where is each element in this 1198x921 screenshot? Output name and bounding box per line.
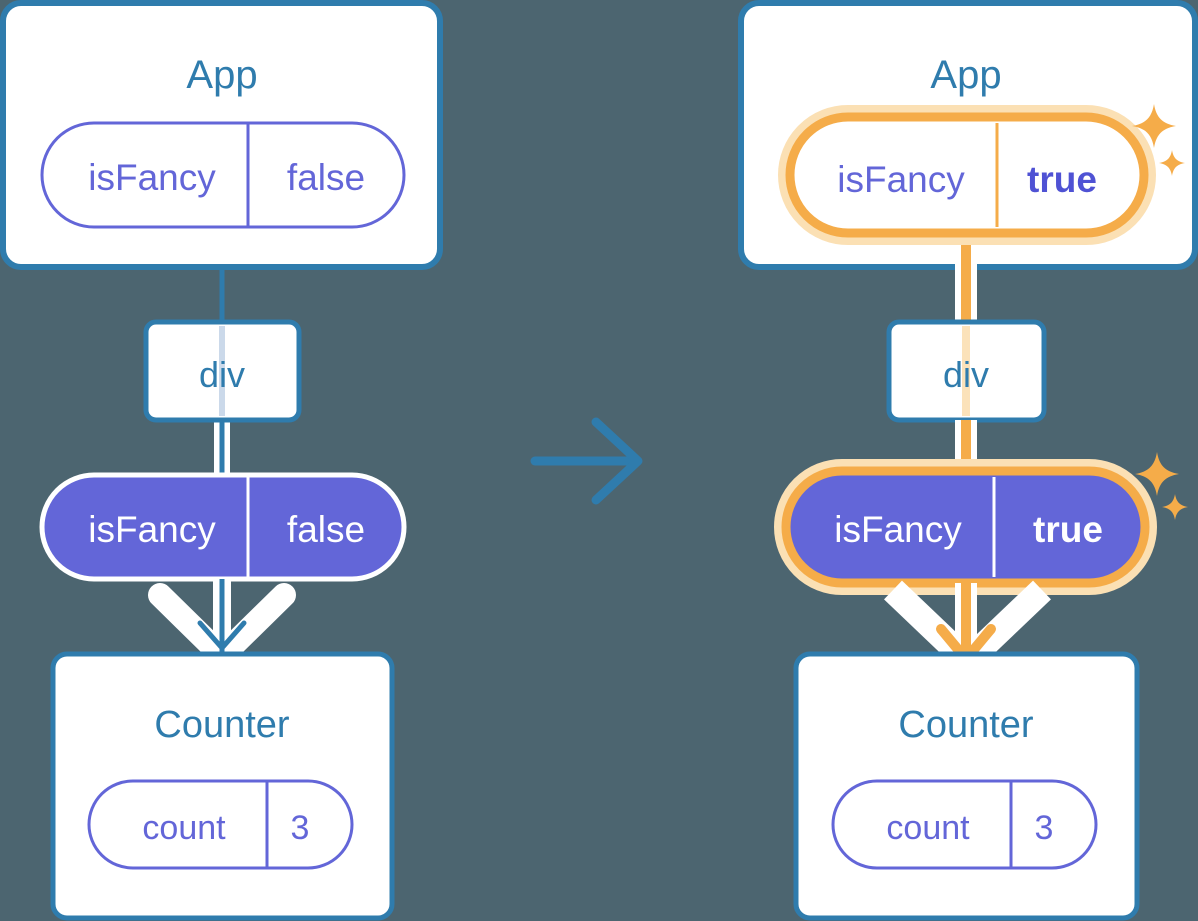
div-box-label-after: div	[943, 354, 989, 395]
div-box-group-after: div	[886, 319, 1047, 423]
div-box-group: div	[143, 319, 302, 423]
transition-arrow-icon	[530, 417, 643, 505]
panel-after: App isFancy true div	[738, 0, 1198, 921]
prop-pill-value: false	[287, 509, 365, 550]
counter-state-pill-shape	[87, 779, 354, 870]
prop-pill-after: isFancy true	[774, 459, 1157, 595]
app-state-pill: isFancy false	[40, 121, 406, 229]
prop-arrow-blue	[197, 579, 247, 655]
app-state-pill-shape-after	[785, 112, 1149, 238]
app-box-title: App	[186, 53, 257, 97]
prop-pill: isFancy false	[39, 472, 407, 582]
counter-state-pill-after: count 3	[831, 779, 1098, 870]
counter-box-title-after: Counter	[898, 704, 1034, 746]
panel-before: App isFancy false div isFancy false	[0, 0, 443, 921]
prop-pill-value-after: true	[1033, 509, 1103, 550]
prop-pill-name: isFancy	[88, 509, 216, 550]
app-box-title-after: App	[930, 53, 1001, 97]
app-state-pill-name-after: isFancy	[837, 159, 965, 200]
app-state-pill-name: isFancy	[88, 157, 216, 198]
app-state-pill-value-after: true	[1027, 159, 1097, 200]
counter-state-pill-value: 3	[291, 809, 310, 847]
counter-state-pill-name: count	[142, 809, 226, 847]
prop-pill-name-after: isFancy	[834, 509, 962, 550]
counter-state-pill: count 3	[87, 779, 354, 870]
app-state-pill-after: isFancy true	[778, 105, 1156, 245]
sparkle-small-icon	[1162, 494, 1188, 520]
counter-state-pill-name-after: count	[886, 809, 970, 847]
app-state-pill-shape	[40, 121, 406, 229]
app-state-pill-value: false	[287, 157, 365, 198]
counter-state-pill-value-after: 3	[1035, 809, 1054, 847]
counter-state-pill-shape-after	[831, 779, 1098, 870]
counter-box-title: Counter	[154, 704, 290, 746]
div-box-label: div	[199, 354, 245, 395]
